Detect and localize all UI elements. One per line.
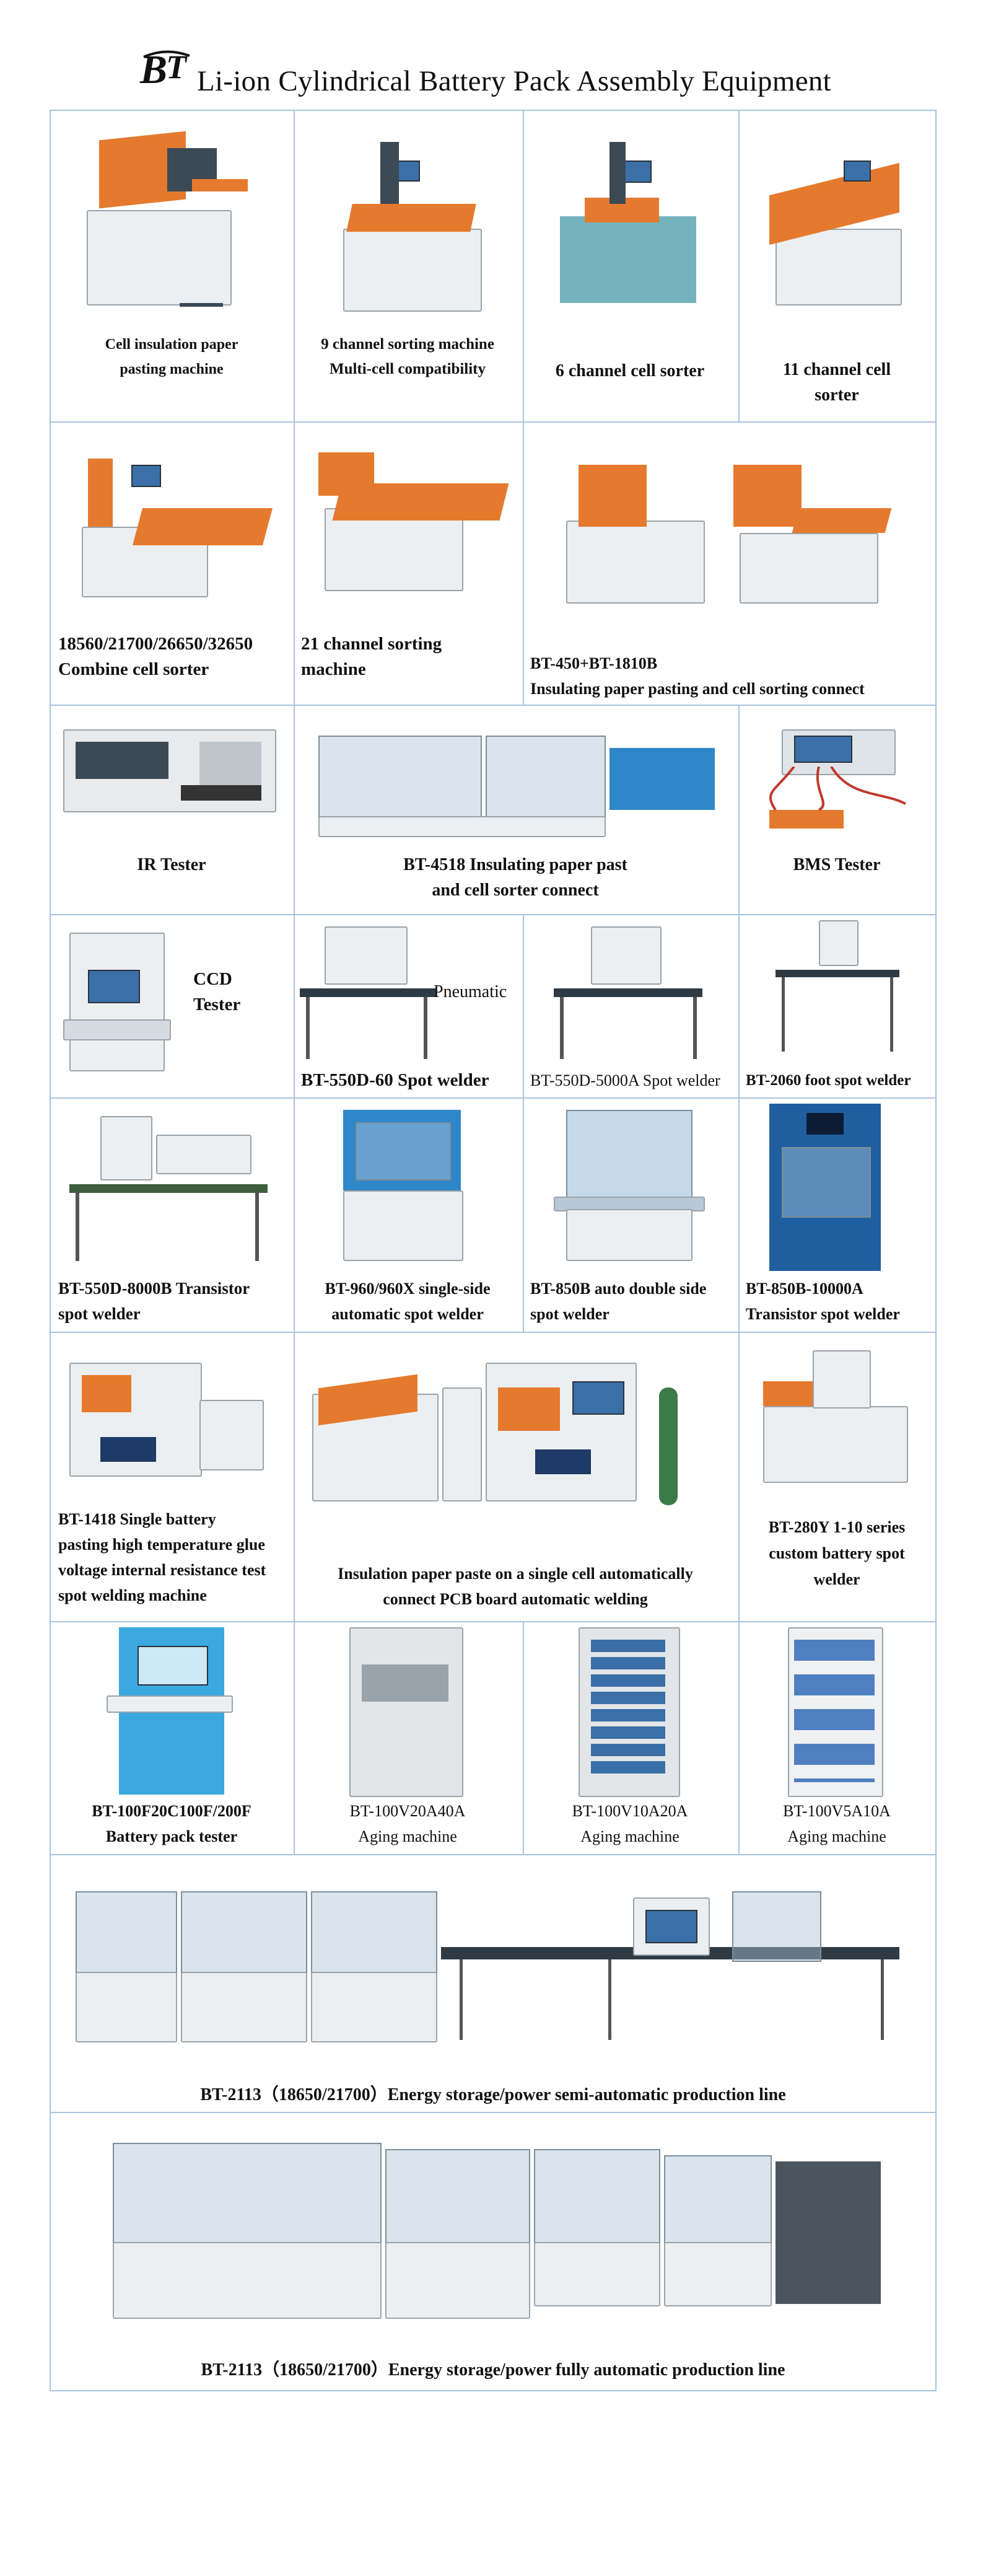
machine-photo	[548, 123, 715, 309]
machine-photo	[63, 926, 175, 1081]
machine-photo	[349, 1627, 467, 1797]
page-header: B T Li-ion Cylindrical Battery Pack Asse…	[0, 0, 983, 107]
product-caption: BT-2113（18650/21700）Energy storage/power…	[200, 2085, 786, 2104]
product-card-bt550d-60: Pneumatic BT-550D-60 Spot welder	[294, 914, 522, 1096]
machine-photo	[300, 1350, 733, 1518]
product-caption: 6 channel cell sorter	[555, 361, 705, 380]
product-caption: IR Tester	[137, 855, 206, 874]
product-card-bms-tester: BMS Tester	[738, 705, 935, 913]
machine-photo	[63, 1344, 268, 1487]
machine-photo	[63, 723, 280, 816]
machine-photo	[757, 717, 918, 841]
machine-photo	[763, 123, 912, 309]
machine-photo	[331, 123, 486, 312]
page-title: Li-ion Cylindrical Battery Pack Assembly…	[197, 65, 832, 97]
machine-photo	[579, 1627, 684, 1797]
machine-photo	[541, 920, 715, 1063]
product-card-bt2113-fully-automatic: BT-2113（18650/21700）Energy storage/power…	[51, 2112, 935, 2390]
machine-photo	[306, 434, 510, 601]
product-caption: Insulation paper paste on a single cell …	[338, 1565, 693, 1608]
machine-photo	[63, 1110, 274, 1265]
product-caption: BT-550D-5000A Spot welder	[530, 1071, 720, 1089]
machine-photo	[560, 440, 907, 613]
machine-photo	[769, 1104, 887, 1271]
bt-logo-icon: B T	[139, 47, 190, 92]
machine-photo	[788, 1627, 887, 1797]
product-card-insulation-pcb-welding: Insulation paper paste on a single cell …	[294, 1332, 737, 1620]
machine-photo	[107, 1627, 233, 1795]
machine-photo	[76, 1879, 906, 2059]
product-caption: BMS Tester	[793, 855, 881, 874]
product-caption: BT-2060 foot spot welder	[746, 1072, 911, 1089]
machine-photo	[318, 717, 721, 841]
machine-photo	[343, 1110, 467, 1265]
machine-photo	[554, 1110, 709, 1265]
product-grid	[50, 110, 937, 2391]
product-card-bt550d-5000a: BT-550D-5000A Spot welder	[523, 914, 737, 1096]
machine-photo	[769, 920, 906, 1063]
product-caption: BT-2113（18650/21700）Energy storage/power…	[201, 2360, 785, 2380]
product-side-label: Pneumatic	[434, 982, 507, 1001]
product-card-ir-tester: IR Tester	[51, 705, 292, 913]
machine-photo	[113, 2130, 893, 2335]
machine-photo	[81, 123, 254, 309]
product-card-6-channel-sorter: 6 channel cell sorter	[523, 111, 737, 420]
machine-photo	[63, 434, 274, 601]
product-caption: BT-550D-60 Spot welder	[301, 1070, 489, 1090]
machine-photo	[300, 920, 436, 1063]
machine-photo	[751, 1344, 918, 1493]
product-card-bt2060: BT-2060 foot spot welder	[738, 914, 935, 1096]
product-card-bt2113-semi-automatic: BT-2113（18650/21700）Energy storage/power…	[51, 1854, 935, 2111]
